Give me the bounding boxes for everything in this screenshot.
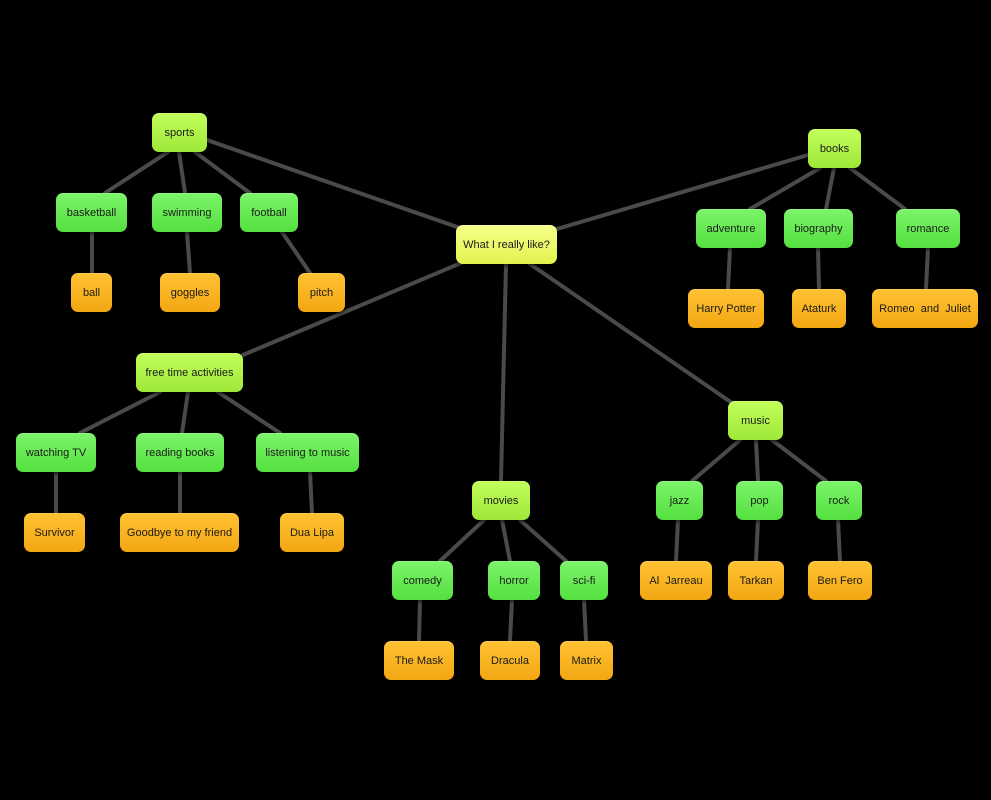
node-matrix[interactable]: Matrix xyxy=(560,641,613,680)
node-biography[interactable]: biography xyxy=(784,209,853,248)
edge-comedy-mask xyxy=(417,598,422,643)
edge-books-biography xyxy=(824,166,836,211)
node-goodbye-to-my-friend[interactable]: Goodbye to my friend xyxy=(120,513,239,552)
node-pop[interactable]: pop xyxy=(736,481,783,520)
edge-root-music xyxy=(528,262,737,407)
node-horror[interactable]: horror xyxy=(488,561,540,600)
node-tarkan[interactable]: Tarkan xyxy=(728,561,784,600)
node-dua-lipa[interactable]: Dua Lipa xyxy=(280,513,344,552)
edge-pop-tarkan xyxy=(754,518,760,563)
node-books[interactable]: books xyxy=(808,129,861,168)
edge-listening-dua xyxy=(308,470,314,515)
edge-rock-fero xyxy=(836,518,842,563)
node-ataturk[interactable]: Ataturk xyxy=(792,289,846,328)
node-comedy[interactable]: comedy xyxy=(392,561,453,600)
edge-jazz-jarreau xyxy=(674,518,680,563)
edge-free-listening xyxy=(216,390,282,435)
node-reading-books[interactable]: reading books xyxy=(136,433,224,472)
node-harry-potter[interactable]: Harry Potter xyxy=(688,289,764,328)
node-adventure[interactable]: adventure xyxy=(696,209,766,248)
edge-sports-basketball xyxy=(103,150,170,195)
edge-free-reading xyxy=(180,390,190,435)
node-swimming[interactable]: swimming xyxy=(152,193,222,232)
node-goggles[interactable]: goggles xyxy=(160,273,220,312)
node-ben-fero[interactable]: Ben Fero xyxy=(808,561,872,600)
edge-biography-ataturk xyxy=(816,246,821,291)
edge-root-movies xyxy=(499,262,508,483)
node-dracula[interactable]: Dracula xyxy=(480,641,540,680)
node-watching-tv[interactable]: watching TV xyxy=(16,433,96,472)
edge-books-adventure xyxy=(748,166,822,211)
edge-music-rock xyxy=(770,438,828,483)
node-root[interactable]: What I really like? xyxy=(456,225,557,264)
node-listening-to-music[interactable]: listening to music xyxy=(256,433,359,472)
edge-root-sports xyxy=(205,138,508,246)
node-sci-fi[interactable]: sci-fi xyxy=(560,561,608,600)
node-romance[interactable]: romance xyxy=(896,209,960,248)
edge-music-pop xyxy=(754,438,760,483)
edge-movies-scifi xyxy=(518,518,568,563)
edge-movies-comedy xyxy=(438,518,486,563)
node-sports[interactable]: sports xyxy=(152,113,207,152)
edge-movies-horror xyxy=(500,518,512,563)
edge-books-romance xyxy=(848,166,907,211)
node-music[interactable]: music xyxy=(728,401,783,440)
node-rock[interactable]: rock xyxy=(816,481,862,520)
node-free-time-activities[interactable]: free time activities xyxy=(136,353,243,392)
edge-sports-football xyxy=(193,150,252,195)
node-jazz[interactable]: jazz xyxy=(656,481,703,520)
node-romeo-and-juliet[interactable]: Romeo and Juliet xyxy=(872,289,978,328)
node-survivor[interactable]: Survivor xyxy=(24,513,85,552)
edge-free-tv xyxy=(78,390,162,435)
node-basketball[interactable]: basketball xyxy=(56,193,127,232)
edge-music-jazz xyxy=(690,438,742,483)
node-football[interactable]: football xyxy=(240,193,298,232)
edge-sports-swimming xyxy=(177,150,187,195)
node-the-mask[interactable]: The Mask xyxy=(384,641,454,680)
edge-scifi-matrix xyxy=(582,598,588,643)
edge-swimming-goggles xyxy=(185,230,192,275)
node-movies[interactable]: movies xyxy=(472,481,530,520)
edge-romance-romeo xyxy=(924,246,930,291)
node-al-jarreau[interactable]: Al Jarreau xyxy=(640,561,712,600)
node-pitch[interactable]: pitch xyxy=(298,273,345,312)
edge-horror-dracula xyxy=(508,598,514,643)
node-ball[interactable]: ball xyxy=(71,273,112,312)
edge-football-pitch xyxy=(280,230,312,275)
edge-adventure-harry xyxy=(726,246,732,291)
